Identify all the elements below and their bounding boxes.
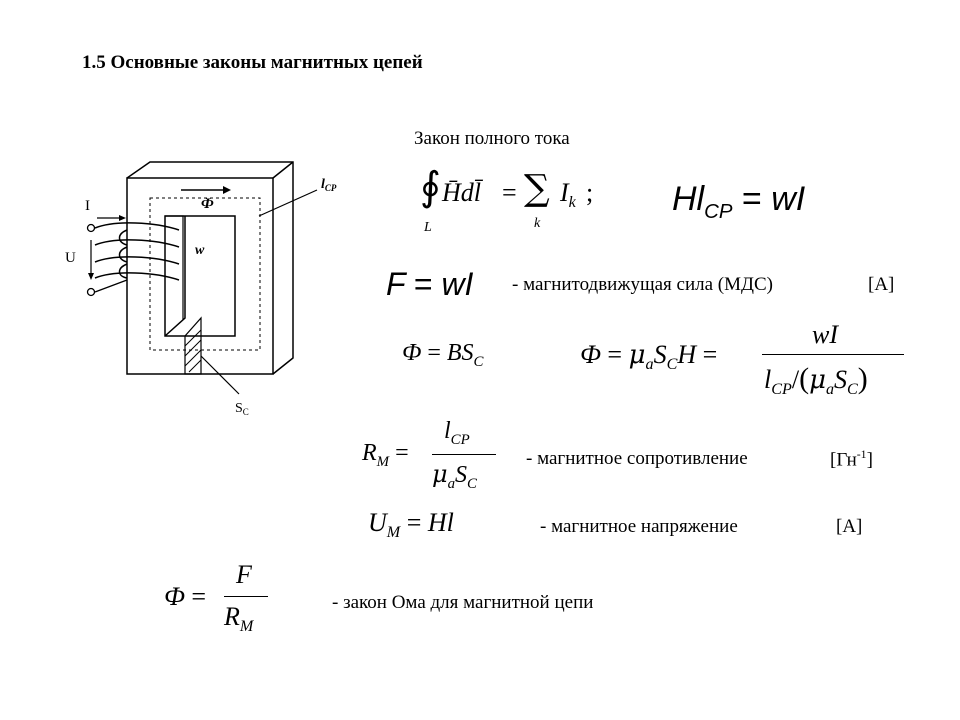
sum-sign: ∑ <box>524 168 550 209</box>
fraction-bar <box>762 354 904 356</box>
label-w: w <box>195 243 205 258</box>
equation-hl-wi: HlCP = wI <box>672 180 806 223</box>
core-window-depth <box>164 216 186 337</box>
equation-mmf: F = wI <box>386 266 474 302</box>
integral-sign: ∮ <box>420 164 441 210</box>
flux-arrow-head <box>223 186 231 194</box>
equation-total-current-integral: ∮ H̄dl̄ = ∑ Ik ; L k <box>420 164 620 236</box>
label-I: I <box>85 198 90 214</box>
integral-limit: L <box>424 220 432 235</box>
coil <box>94 222 180 281</box>
fraction-numerator: F <box>236 560 252 589</box>
magnetic-voltage-unit: [А] <box>836 516 863 537</box>
label-U: U <box>65 250 76 266</box>
eq-part: Ф = <box>164 582 207 611</box>
fraction-numerator: wI <box>812 320 838 349</box>
ohms-law-description: - закон Ома для магнитной цепи <box>332 592 594 613</box>
mmf-unit: [А] <box>868 274 895 295</box>
magnetic-voltage-description: - магнитное напряжение <box>540 516 738 537</box>
eq-part: RM = <box>362 440 409 470</box>
unit-sup: -1 <box>856 448 867 461</box>
equation-flux-full: Ф = μaSCH = wI lCP/(μaSC) <box>580 318 920 408</box>
eq-part: Ik <box>560 178 576 212</box>
equation-ohms-law: Ф = F RM <box>164 560 284 644</box>
voltage-arrow-head <box>88 273 94 280</box>
core-window-depth2 <box>165 215 184 320</box>
reluctance-description: - магнитное сопротивление <box>526 448 748 469</box>
core-outer-edge <box>272 161 294 179</box>
equation-reluctance: RM = lCP μaSC <box>362 418 512 498</box>
fraction-numerator: lCP <box>444 418 470 448</box>
label-sc: SС <box>235 401 249 417</box>
hatch-line <box>184 339 202 357</box>
eq-part: Ф = μaSCH = <box>580 340 718 374</box>
mean-path-dashed <box>149 197 261 351</box>
core-outer-top-depth <box>126 161 294 375</box>
label-lcp: lСР <box>321 177 337 193</box>
fraction-bar <box>224 596 268 598</box>
unit-close: ] <box>866 449 873 471</box>
page-title: 1.5 Основные законы магнитных цепей <box>82 52 423 73</box>
equation-flux-bs: Ф = BSC <box>402 340 484 370</box>
reluctance-unit: [Гн-1] <box>830 448 873 471</box>
fraction-denominator: lCP/(μaSC) <box>764 362 868 399</box>
core-window-front <box>164 215 236 337</box>
current-arrow-head <box>119 215 126 221</box>
sc-leader <box>200 355 240 395</box>
equation-magnetic-voltage: UM = Hl <box>368 508 454 542</box>
unit-text: [Гн <box>830 449 857 471</box>
lcp-leader <box>258 189 318 217</box>
fraction-bar <box>432 454 496 456</box>
fraction-denominator: RM <box>224 602 254 636</box>
cross-section-hatch <box>184 316 202 375</box>
hatch-line <box>188 359 202 373</box>
label-flux: Ф <box>201 196 214 212</box>
magnetic-core-diagram: I U Ф w lСР SС <box>65 161 337 417</box>
hatch-line <box>184 329 202 347</box>
eq-part: H̄dl̄ <box>442 178 481 207</box>
mmf-description: - магнитодвижущая сила (МДС) <box>512 274 773 295</box>
hatch-line <box>184 349 202 367</box>
fraction-denominator: μaSC <box>432 460 477 492</box>
eq-tail: ; <box>586 178 594 207</box>
core-outer-front <box>126 177 274 375</box>
terminal-bottom <box>86 287 96 297</box>
lead-bottom <box>94 279 128 293</box>
sum-index: k <box>534 216 541 231</box>
terminal-top <box>86 223 96 233</box>
law-heading: Закон полного тока <box>414 128 570 149</box>
eq-part: = <box>502 178 517 207</box>
coil-turn-left <box>118 229 128 279</box>
